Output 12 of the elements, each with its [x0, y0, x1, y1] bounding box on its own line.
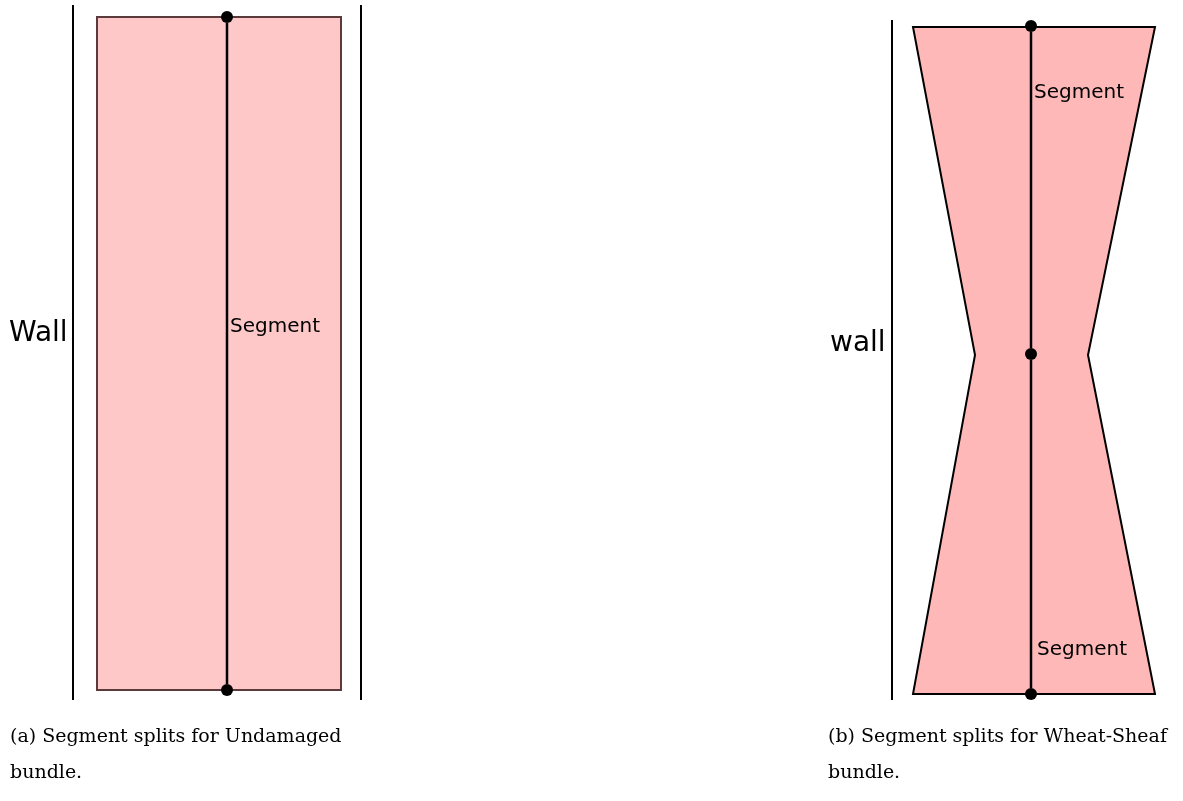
edge-label: Segment — [1034, 79, 1124, 103]
endpoint-dot — [1025, 20, 1037, 32]
edge-label: Segment — [1037, 636, 1127, 660]
subfigure-caption: (a) Segment splits for Undamaged bundle. — [10, 723, 343, 784]
segment-line — [1029, 32, 1033, 348]
endpoint-dot — [221, 11, 233, 23]
subfigure-caption: (b) Segment splits for Wheat-Sheaf bundle. — [828, 723, 1168, 784]
wall-label: Wall — [9, 315, 68, 348]
wall-label: wall — [830, 325, 886, 358]
segment-line — [1029, 360, 1033, 688]
segment-line — [225, 23, 229, 684]
edge-label: Segment — [230, 313, 320, 337]
